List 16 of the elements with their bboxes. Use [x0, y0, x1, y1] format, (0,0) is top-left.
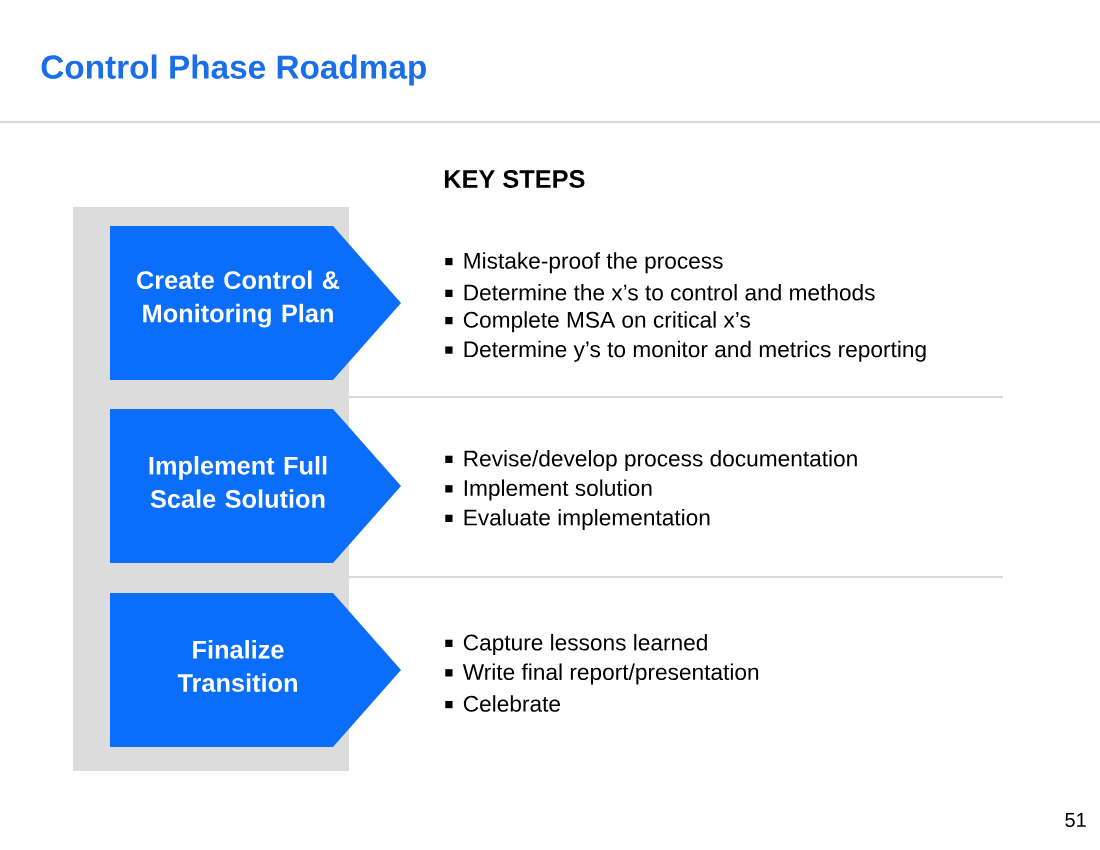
bullet-item: Write final report/presentation: [445, 663, 759, 685]
bullet-item: Implement solution: [445, 479, 652, 501]
section-heading: KEY STEPS: [444, 170, 585, 188]
node-text: Create Control & Monitoring Plan: [137, 270, 340, 328]
bullet-item: Determine y’s to monitor and metrics reporting: [445, 340, 926, 362]
bullet-item: Celebrate: [445, 695, 560, 712]
title: Control Phase Roadmap: [41, 54, 426, 86]
bullet-item: Revise/develop process documentation: [445, 449, 857, 472]
bullet-item: Evaluate implementation: [445, 508, 710, 531]
bullet-item: Capture lessons learned: [445, 633, 707, 656]
node-text: Finalize Transition: [177, 640, 297, 692]
bullet-item: Mistake-proof the process: [445, 252, 723, 274]
node-text: Implement Full Scale Solution: [149, 456, 327, 508]
page-number: 51: [1065, 813, 1086, 827]
bullet-item: Complete MSA on critical x’s: [445, 311, 750, 333]
bullet-item: Determine the x’s to control and methods: [445, 283, 875, 301]
